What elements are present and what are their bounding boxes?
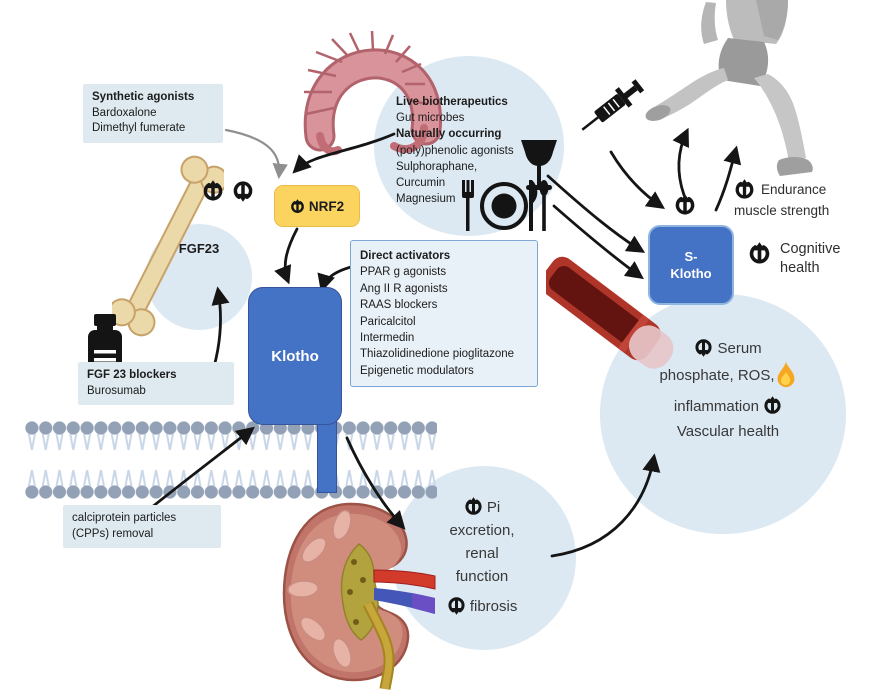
live-biotherapeutics-line: Curcumin bbox=[396, 177, 446, 190]
flame-icon bbox=[777, 361, 794, 388]
arrow-sklotho-to-exercise-1 bbox=[714, 145, 742, 212]
fgf23-blockers-line: Burosumab bbox=[87, 384, 146, 397]
direct-activator-item: RAAS blockers bbox=[360, 299, 438, 312]
direct-activator-item: Intermedin bbox=[360, 332, 415, 345]
endurance-line: muscle strength bbox=[734, 203, 830, 218]
direct-activator-item: PPAR g agonists bbox=[360, 266, 447, 279]
s-klotho-line: Klotho bbox=[670, 266, 712, 281]
live-biotherapeutics-line: Gut microbes bbox=[396, 112, 465, 125]
arrow-cpp-to-klotho bbox=[145, 426, 255, 513]
live-biotherapeutics-line: Magnesium bbox=[396, 193, 456, 206]
klotho-box: Klotho bbox=[248, 287, 342, 425]
serum-line: phosphate, ROS, bbox=[659, 367, 775, 384]
arrow-syringe-to-sklotho bbox=[609, 150, 665, 210]
up-arrow-icon bbox=[290, 199, 305, 214]
klotho-transmembrane-stem bbox=[317, 421, 337, 493]
klotho-label: Klotho bbox=[271, 347, 319, 365]
calciprotein-line: (CPPs) removal bbox=[72, 527, 154, 540]
pi-line: function bbox=[455, 568, 509, 585]
pi-line: renal bbox=[465, 545, 499, 562]
synthetic-agonists-line: Bardoxalone bbox=[92, 106, 157, 119]
arrow-diet-to-sklotho-2 bbox=[552, 204, 644, 280]
down-arrow-icon bbox=[694, 338, 713, 357]
serum-line: inflammation bbox=[673, 398, 759, 415]
synthetic-agonists-line: Dimethyl fumerate bbox=[92, 122, 186, 134]
arrow-sklotho-to-exercise-2 bbox=[672, 127, 689, 197]
serum-line: Vascular health bbox=[676, 423, 780, 440]
direct-activator-item: Thiazolidinedione pioglitazone bbox=[360, 348, 515, 361]
fgf23-blockers-box: FGF 23 blockers Burosumab bbox=[78, 362, 234, 405]
cell-membrane-icon bbox=[25, 420, 437, 500]
serum-outcomes-block: Serum phosphate, ROS, inflammation Vascu… bbox=[638, 336, 818, 444]
down-arrow-icon bbox=[232, 180, 254, 202]
up-arrow-icon bbox=[464, 497, 483, 516]
pi-line: Pi bbox=[486, 499, 501, 516]
bone-updown-glyphs bbox=[202, 180, 254, 203]
live-biotherapeutics-block: Live biotherapeutics Gut microbes Natura… bbox=[396, 94, 561, 207]
calciprotein-box: calciprotein particles (CPPs) removal bbox=[63, 505, 221, 548]
cognitive-block: Cognitive health bbox=[748, 240, 840, 278]
up-arrow-icon bbox=[202, 180, 224, 202]
up-arrow-icon bbox=[674, 194, 696, 216]
synthetic-agonists-title: Synthetic agonists bbox=[92, 91, 195, 103]
syringe-icon bbox=[581, 79, 645, 131]
live-biotherapeutics-line: (poly)phenolic agonists bbox=[396, 144, 514, 157]
fgf23-label: FGF23 bbox=[178, 241, 220, 256]
synthetic-agonists-box: Synthetic agonists Bardoxalone Dimethyl … bbox=[83, 84, 223, 143]
up-arrow-icon bbox=[748, 242, 771, 265]
calciprotein-line: calciprotein particles bbox=[72, 512, 177, 524]
down-arrow-icon bbox=[447, 596, 466, 615]
direct-activator-item: Epigenetic modulators bbox=[360, 364, 474, 377]
direct-activator-item: Ang II R agonists bbox=[360, 282, 448, 295]
running-person-icon bbox=[645, 0, 813, 176]
s-klotho-line: S- bbox=[684, 249, 698, 264]
naturally-occurring-title: Naturally occurring bbox=[396, 128, 502, 141]
up-arrow-icon bbox=[734, 179, 755, 200]
live-biotherapeutics-line: Sulphoraphane, bbox=[396, 160, 478, 173]
direct-activator-item: Paricalcitol bbox=[360, 315, 416, 328]
pi-line: excretion, bbox=[449, 522, 515, 539]
fgf23-blockers-title: FGF 23 blockers bbox=[87, 369, 177, 381]
arrow-klotho-to-renal bbox=[345, 436, 406, 530]
pi-line: fibrosis bbox=[469, 598, 518, 615]
fgf23-circle bbox=[146, 224, 252, 330]
endurance-block: Endurance muscle strength bbox=[734, 179, 829, 218]
direct-activators-title: Direct activators bbox=[360, 250, 451, 262]
serum-line: Serum bbox=[717, 340, 762, 357]
arrow-nrf2-to-klotho bbox=[274, 227, 299, 285]
renal-outcomes-block: Pi excretion, renal function fibrosis bbox=[398, 496, 566, 618]
s-klotho-box: S- Klotho bbox=[648, 225, 734, 305]
up-arrow-icon bbox=[763, 396, 782, 415]
endurance-line: Endurance bbox=[761, 182, 827, 197]
nrf2-label: NRF2 bbox=[308, 198, 345, 214]
live-biotherapeutics-title: Live biotherapeutics bbox=[396, 96, 508, 108]
cognitive-line: health bbox=[780, 260, 820, 276]
arrow-diet-to-sklotho-1 bbox=[546, 174, 646, 253]
nrf2-box: NRF2 bbox=[274, 185, 360, 227]
arrow-synthetic-to-nrf2 bbox=[224, 128, 288, 180]
direct-activators-box: Direct activators PPAR g agonists Ang II… bbox=[350, 240, 538, 388]
cognitive-line: Cognitive bbox=[780, 241, 841, 257]
